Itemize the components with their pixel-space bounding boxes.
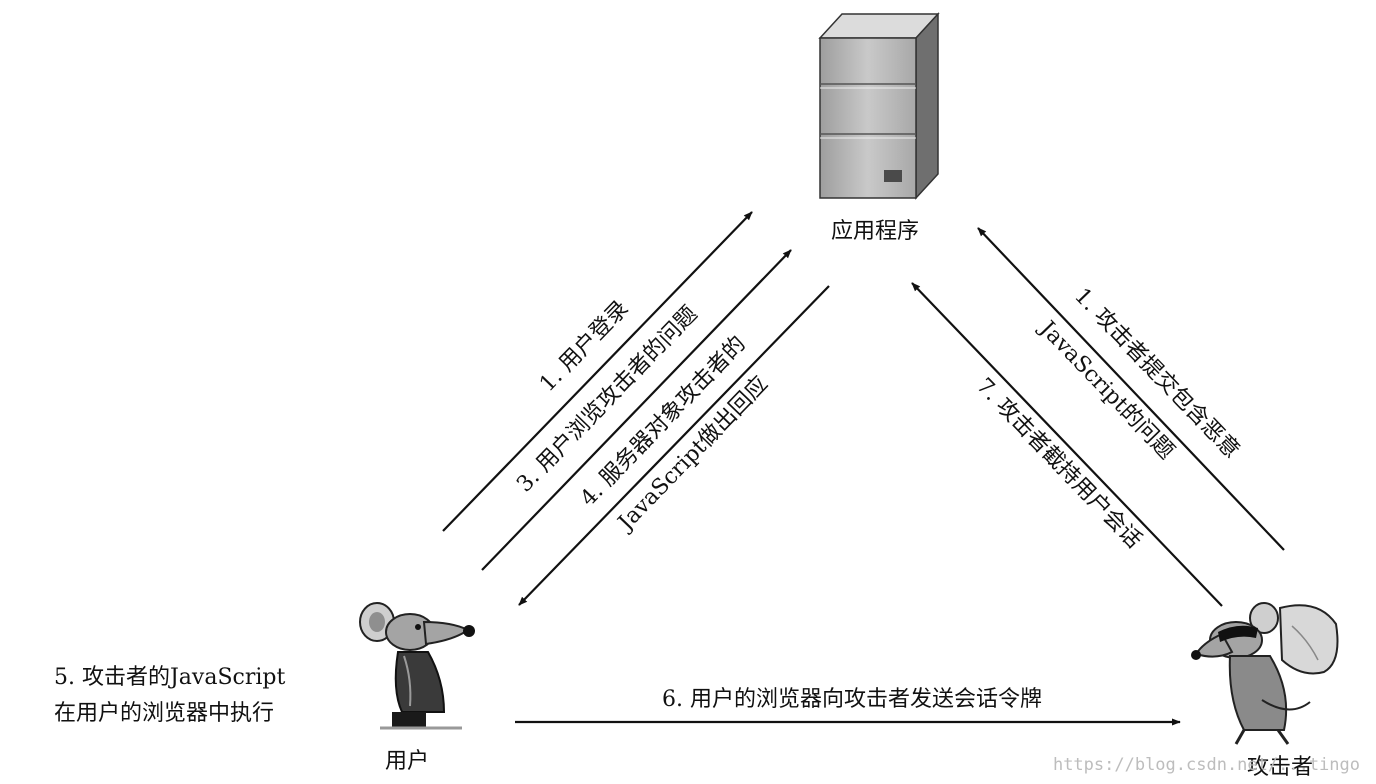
mouse-user-icon bbox=[359, 602, 475, 730]
arrow-step1-user-login bbox=[442, 211, 753, 532]
step6-label: 6. 用户的浏览器向攻击者发送会话令牌 bbox=[662, 687, 1042, 712]
watermark: https://blog.csdn.net/...tingo bbox=[1053, 755, 1360, 775]
attacker-label: 攻击者 bbox=[1247, 755, 1313, 780]
user-label: 用户 bbox=[385, 749, 429, 774]
arrow-step3-user-view bbox=[481, 249, 792, 571]
arrow-step1-attacker-submit bbox=[977, 227, 1285, 551]
step5-label-line2: 在用户的浏览器中执行 bbox=[54, 701, 274, 726]
arrow-step7-hijack bbox=[911, 282, 1223, 607]
server-tower-icon bbox=[818, 12, 940, 200]
arrow-step4-server-response bbox=[518, 285, 830, 606]
masked-mouse-attacker-icon bbox=[1191, 602, 1339, 745]
server-label: 应用程序 bbox=[831, 219, 919, 244]
step5-label-line1: 5. 攻击者的JavaScript bbox=[54, 665, 285, 690]
